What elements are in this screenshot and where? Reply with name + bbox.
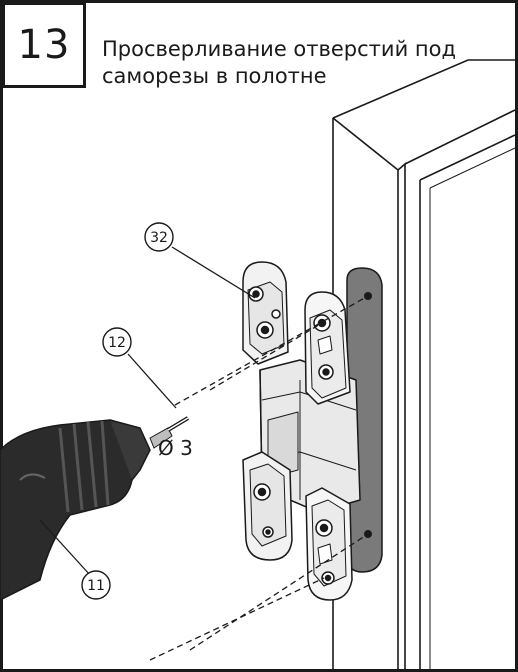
drill	[0, 419, 173, 601]
step-number: 13	[17, 22, 71, 68]
step-title: Просверливание отверстий под саморезы в …	[102, 37, 456, 88]
diameter-label: Ø 3	[158, 436, 193, 460]
callout-drill-bit-label: 12	[108, 335, 126, 351]
callout-drill: 11	[81, 570, 111, 600]
callout-hinge: 32	[144, 222, 174, 252]
callout-hinge-label: 32	[150, 230, 168, 246]
hinge	[242, 261, 361, 601]
drill-bit	[166, 416, 190, 432]
callout-drill-label: 11	[87, 578, 105, 594]
callout-drill-bit: 12	[102, 327, 132, 357]
drill-guide-lines	[149, 295, 369, 661]
callout-leaders	[39, 246, 256, 576]
step-number-box: 13	[2, 2, 86, 88]
